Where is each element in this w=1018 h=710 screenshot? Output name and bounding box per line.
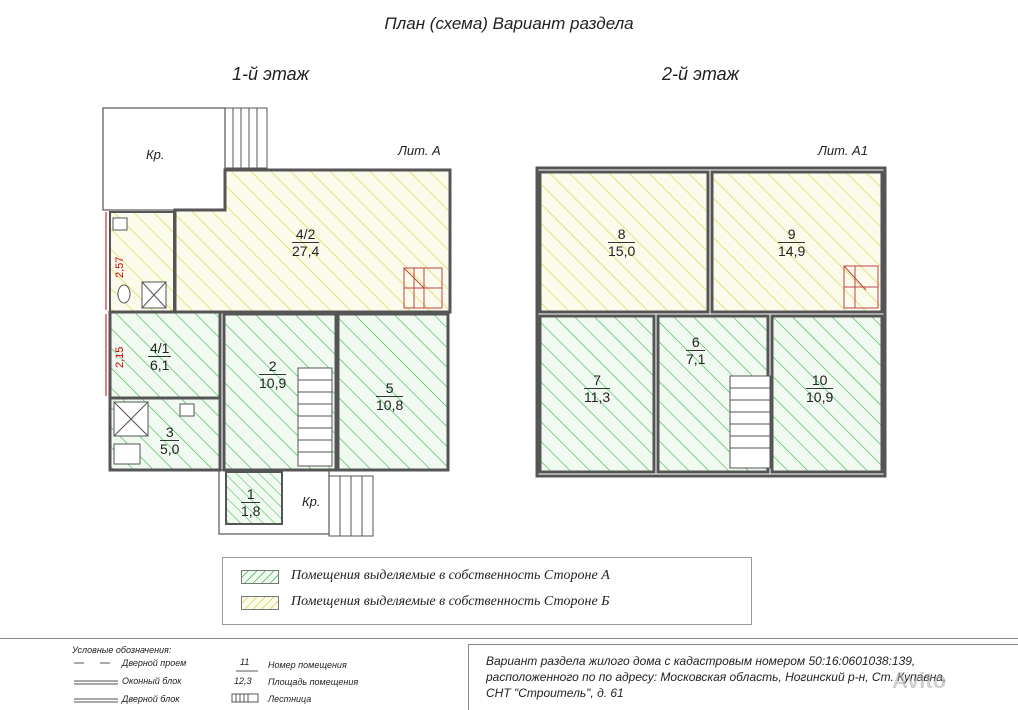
sink-icon-1 — [112, 217, 128, 231]
watermark-logo: Avito — [892, 668, 947, 693]
legend-symbols — [74, 662, 259, 703]
sink-icon-2 — [179, 403, 195, 417]
stair-4-2 — [403, 267, 443, 309]
note-sample-area: 12,3 — [234, 676, 252, 686]
info-line-3: СНТ "Строитель", д. 61 — [486, 686, 624, 700]
notes-heading: Условные обозначения: — [72, 645, 172, 655]
note-room-number: Номер помещения — [268, 660, 347, 670]
legend-swatch-a — [241, 570, 279, 584]
info-line-2: расположенного по по адресу: Московская … — [486, 670, 947, 684]
toilet-icon-2 — [113, 443, 141, 465]
steps-bottom — [328, 475, 374, 537]
legend-swatch-b — [241, 596, 279, 610]
stair-2 — [297, 367, 333, 467]
note-room-area: Площадь помещения — [268, 677, 359, 687]
steps-top — [224, 107, 268, 169]
note-door-block: Дверной блок — [122, 694, 180, 704]
room-1 — [225, 471, 283, 525]
legend-box: Помещения выделяемые в собственность Сто… — [222, 557, 752, 625]
note-sample-number: 11 — [240, 657, 250, 667]
dimension-2-15: 2,15 — [114, 346, 126, 368]
porch-label-bottom: Кр. — [302, 494, 321, 509]
porch-top — [102, 107, 226, 211]
floor-2-lit: Лит. А1 — [818, 143, 868, 158]
room-5 — [336, 312, 450, 472]
info-line-1: Вариант раздела жилого дома с кадастровы… — [486, 654, 916, 668]
floor-1-title: 1-й этаж — [232, 64, 310, 84]
dimension-2-57: 2,57 — [114, 256, 126, 278]
footer-divider — [0, 638, 1018, 639]
floor-1-lit: Лит. А — [398, 143, 441, 158]
plan-title: План (схема) Вариант раздела — [384, 14, 634, 33]
floor-2-title: 2-й этаж — [662, 64, 740, 84]
stair-6 — [729, 375, 771, 469]
info-box — [468, 644, 1018, 710]
toilet-icon-1 — [117, 284, 131, 304]
note-door-opening: Дверной проем — [122, 658, 187, 668]
porch-label-top: Кр. — [146, 147, 165, 162]
room-10 — [770, 314, 884, 474]
note-stairs: Лестница — [268, 694, 312, 704]
stair-9 — [843, 265, 879, 309]
room-7 — [538, 314, 656, 474]
note-window-block: Оконный блок — [122, 676, 182, 686]
